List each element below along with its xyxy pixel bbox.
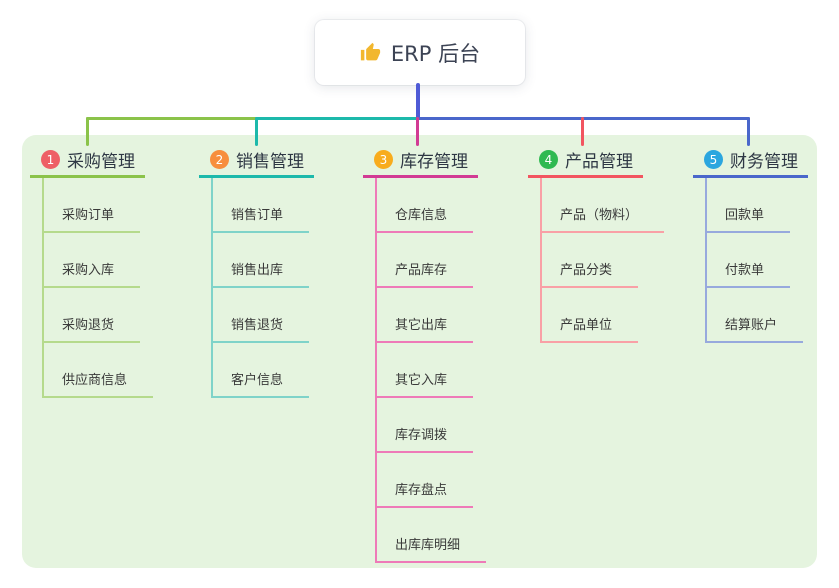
child-node[interactable]: 出库库明细: [375, 538, 487, 563]
child-node[interactable]: 产品（物料）: [540, 208, 665, 233]
child-row: 产品单位: [540, 288, 664, 343]
child-row: 采购订单: [42, 178, 153, 233]
child-row: 客户信息: [211, 343, 310, 398]
child-node[interactable]: 产品单位: [540, 318, 639, 343]
child-node[interactable]: 采购入库: [42, 263, 141, 288]
child-node[interactable]: 付款单: [705, 263, 791, 288]
child-row: 采购入库: [42, 233, 153, 288]
child-row: 供应商信息: [42, 343, 154, 398]
child-row: 回款单: [705, 178, 803, 233]
branch-connector-line: [86, 117, 258, 120]
branch-children: 回款单付款单结算账户: [705, 178, 804, 343]
thumbs-up-icon: [360, 42, 381, 63]
branches-panel: [22, 135, 817, 568]
branch-number-badge: 1: [41, 150, 60, 169]
child-node[interactable]: 采购订单: [42, 208, 141, 233]
branch-connector-line: [86, 117, 89, 146]
child-node[interactable]: 采购退货: [42, 318, 141, 343]
child-node[interactable]: 客户信息: [211, 373, 310, 398]
branch-node-3[interactable]: 3 库存管理: [363, 144, 478, 178]
child-row: 产品（物料）: [540, 178, 665, 233]
child-node[interactable]: 供应商信息: [42, 373, 154, 398]
root-node[interactable]: ERP 后台: [315, 20, 525, 85]
child-row: 产品库存: [375, 233, 486, 288]
child-node[interactable]: 其它出库: [375, 318, 474, 343]
child-row: 采购退货: [42, 288, 153, 343]
branch-connector-line: [747, 117, 750, 146]
branch-children: 产品（物料） 产品分类产品单位: [540, 178, 665, 343]
child-row: 库存盘点: [375, 453, 486, 508]
connector-line: [705, 178, 707, 343]
child-row: 销售退货: [211, 288, 310, 343]
child-node[interactable]: 结算账户: [705, 318, 804, 343]
child-node[interactable]: 其它入库: [375, 373, 474, 398]
child-row: 结算账户: [705, 288, 804, 343]
root-connector-line: [416, 83, 420, 120]
branch-number-badge: 2: [210, 150, 229, 169]
branch-node-4[interactable]: 4 产品管理: [528, 144, 643, 178]
child-node[interactable]: 销售订单: [211, 208, 310, 233]
branch-connector-line: [256, 117, 418, 120]
child-row: 销售出库: [211, 233, 310, 288]
child-node[interactable]: 销售出库: [211, 263, 310, 288]
branch-children: 采购订单采购入库采购退货供应商信息: [42, 178, 154, 398]
branch-label-text: 财务管理: [730, 152, 798, 172]
connector-line: [375, 178, 377, 563]
child-row: 其它入库: [375, 343, 486, 398]
child-node[interactable]: 回款单: [705, 208, 791, 233]
branch-label-text: 产品管理: [565, 152, 633, 172]
branch-connector-line: [581, 117, 584, 146]
branch-number-badge: 5: [704, 150, 723, 169]
child-row: 其它出库: [375, 288, 486, 343]
branch-connector-line: [416, 117, 419, 146]
branch-children: 仓库信息产品库存其它出库其它入库库存调拨库存盘点出库库明细: [375, 178, 487, 563]
child-node[interactable]: 产品分类: [540, 263, 639, 288]
child-row: 库存调拨: [375, 398, 486, 453]
child-row: 仓库信息: [375, 178, 486, 233]
child-row: 出库库明细: [375, 508, 487, 563]
branch-number-badge: 4: [539, 150, 558, 169]
child-row: 产品分类: [540, 233, 664, 288]
branch-label-text: 采购管理: [67, 152, 135, 172]
branch-connector-line: [255, 117, 258, 146]
branch-node-2[interactable]: 2 销售管理: [199, 144, 314, 178]
branch-node-1[interactable]: 1 采购管理: [30, 144, 145, 178]
root-node-label: ERP 后台: [390, 41, 481, 66]
child-row: 付款单: [705, 233, 803, 288]
child-node[interactable]: 仓库信息: [375, 208, 474, 233]
connector-line: [42, 178, 44, 398]
branch-label-text: 库存管理: [400, 152, 468, 172]
connector-line: [211, 178, 213, 398]
child-node[interactable]: 产品库存: [375, 263, 474, 288]
connector-line: [540, 178, 542, 343]
branch-children: 销售订单销售出库销售退货客户信息: [211, 178, 310, 398]
branch-node-5[interactable]: 5 财务管理: [693, 144, 808, 178]
child-row: 销售订单: [211, 178, 310, 233]
branch-number-badge: 3: [374, 150, 393, 169]
child-node[interactable]: 销售退货: [211, 318, 310, 343]
child-node[interactable]: 库存调拨: [375, 428, 474, 453]
child-node[interactable]: 库存盘点: [375, 483, 474, 508]
branch-label-text: 销售管理: [236, 152, 304, 172]
